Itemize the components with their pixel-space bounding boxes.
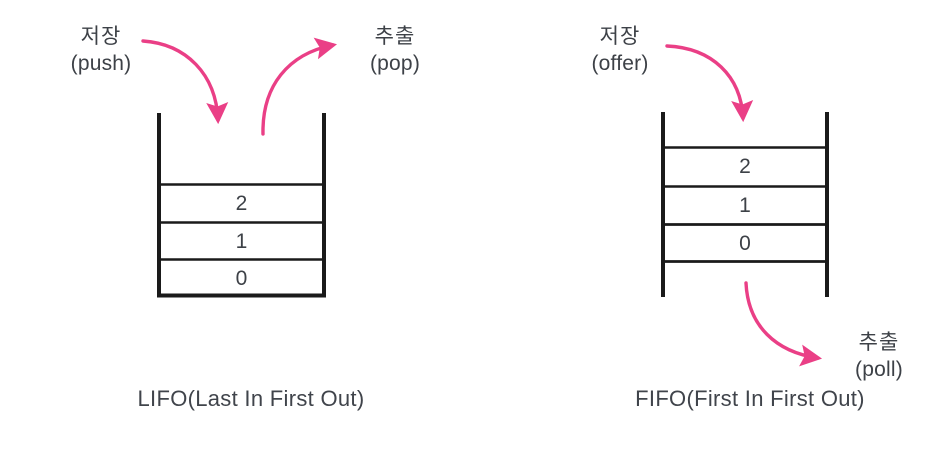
push-arrow <box>141 39 229 125</box>
pop-label: 추출 (pop) <box>336 24 454 78</box>
queue-cell-value: 2 <box>739 155 751 178</box>
poll-label: 추출 (poll) <box>824 330 934 384</box>
pop-label-english: (pop) <box>369 51 421 75</box>
poll-label-korean: 추출 <box>858 331 900 354</box>
stack-container <box>157 113 326 298</box>
offer-arrow <box>665 44 754 123</box>
push-label-korean: 저장 <box>80 25 122 48</box>
fifo-caption: FIFO(First In First Out) <box>635 386 865 411</box>
stack-cell-value: 1 <box>235 230 248 253</box>
push-label-english: (push) <box>70 51 132 75</box>
push-label: 저장 (push) <box>36 24 166 78</box>
lifo-caption: LIFO(Last In First Out) <box>137 386 365 411</box>
offer-label: 저장 (offer) <box>552 24 688 78</box>
queue-cell-value: 1 <box>739 194 751 217</box>
pop-label-korean: 추출 <box>374 25 416 48</box>
pop-arrow <box>261 37 338 136</box>
queue-container <box>661 112 829 297</box>
offer-label-korean: 저장 <box>599 25 641 48</box>
offer-label-english: (offer) <box>591 51 649 75</box>
poll-arrow <box>744 281 823 367</box>
queue-cell-value: 0 <box>739 232 751 255</box>
stack-cell-value: 0 <box>235 267 248 290</box>
stack-cell-value: 2 <box>235 192 248 215</box>
poll-label-english: (poll) <box>855 357 903 381</box>
